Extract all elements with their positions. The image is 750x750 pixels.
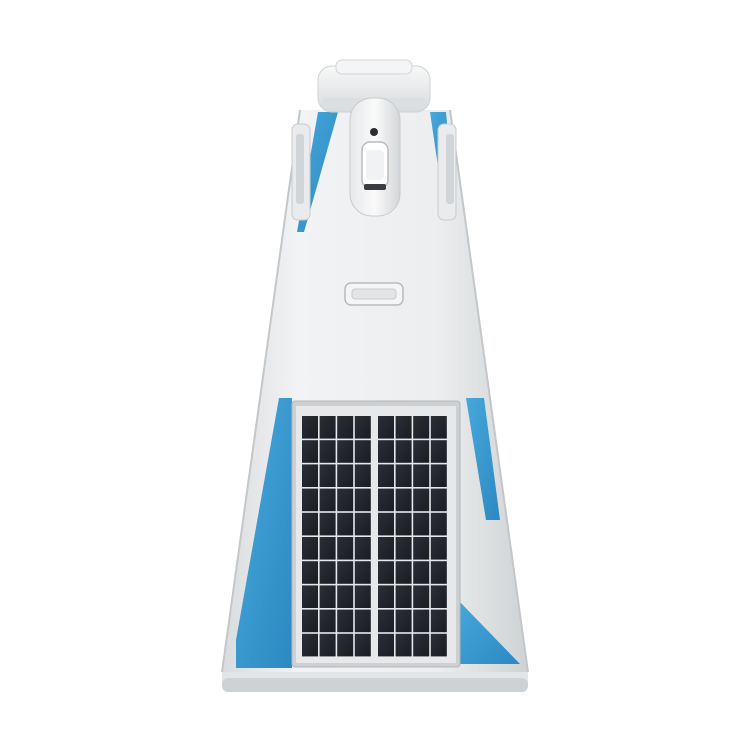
solar-cell <box>354 633 371 657</box>
solar-cell <box>413 464 430 487</box>
solar-cell <box>337 585 354 608</box>
solar-cell <box>395 512 412 536</box>
solar-cell <box>395 440 412 463</box>
solar-cell <box>354 512 371 536</box>
solar-cell <box>395 609 412 633</box>
solar-cell <box>354 561 371 584</box>
solar-cell <box>337 440 354 463</box>
solar-cell <box>430 464 447 487</box>
solar-cell <box>354 488 371 512</box>
side-bracket-right <box>437 123 457 221</box>
solar-cell <box>413 440 430 463</box>
solar-cell <box>319 416 336 439</box>
camera-lens-icon <box>370 128 378 136</box>
solar-cell <box>378 633 394 657</box>
side-bracket-left <box>291 123 311 221</box>
solar-cell <box>302 416 318 439</box>
solar-cell <box>319 561 336 584</box>
solar-cell <box>319 488 336 512</box>
solar-cell <box>395 416 412 439</box>
solar-cell <box>378 464 394 487</box>
solar-cell <box>430 585 447 608</box>
solar-cell <box>413 488 430 512</box>
solar-cell <box>302 561 318 584</box>
solar-cell <box>319 512 336 536</box>
solar-panel <box>291 400 461 668</box>
solar-cell <box>378 585 394 608</box>
solar-cell <box>378 416 394 439</box>
handle-slot <box>344 282 404 306</box>
solar-cell <box>413 633 430 657</box>
solar-cell <box>302 440 318 463</box>
solar-cell <box>378 561 394 584</box>
solar-cell <box>319 609 336 633</box>
solar-cell <box>354 464 371 487</box>
solar-cell <box>378 512 394 536</box>
solar-cells-right <box>378 416 447 657</box>
solar-cell <box>378 440 394 463</box>
solar-cell <box>413 416 430 439</box>
blue-panel-lower-left <box>236 398 292 668</box>
solar-cell <box>395 561 412 584</box>
solar-cell <box>302 488 318 512</box>
solar-cell <box>395 585 412 608</box>
solar-cell <box>395 633 412 657</box>
solar-cell <box>413 561 430 584</box>
solar-cell <box>430 512 447 536</box>
solar-cell <box>378 609 394 633</box>
solar-cell <box>319 440 336 463</box>
solar-cell <box>354 609 371 633</box>
solar-cell <box>319 585 336 608</box>
blue-panel-lower-right <box>458 600 520 664</box>
solar-cell <box>354 537 371 560</box>
solar-cell <box>395 464 412 487</box>
solar-cell <box>337 537 354 560</box>
solar-cell <box>337 609 354 633</box>
solar-cell <box>319 633 336 657</box>
solar-cell <box>395 488 412 512</box>
solar-cell <box>319 537 336 560</box>
blue-stripe-lower-right <box>466 398 500 520</box>
solar-cell <box>337 488 354 512</box>
solar-cell <box>413 609 430 633</box>
solar-cell <box>430 609 447 633</box>
solar-cell <box>395 537 412 560</box>
solar-cell <box>354 416 371 439</box>
solar-cell <box>337 512 354 536</box>
solar-cell <box>354 440 371 463</box>
solar-cell <box>302 537 318 560</box>
solar-cell <box>302 512 318 536</box>
sensor-head <box>349 97 401 217</box>
solar-cell <box>430 633 447 657</box>
solar-cell <box>413 512 430 536</box>
solar-cell <box>430 537 447 560</box>
solar-cell <box>302 585 318 608</box>
solar-cell <box>430 561 447 584</box>
solar-cell <box>430 416 447 439</box>
solar-cell <box>337 416 354 439</box>
solar-cell <box>302 633 318 657</box>
solar-cell <box>337 633 354 657</box>
solar-cell <box>354 585 371 608</box>
solar-cell <box>302 609 318 633</box>
solar-cell <box>413 537 430 560</box>
solar-cell <box>378 537 394 560</box>
solar-cell <box>337 464 354 487</box>
solar-cell <box>319 464 336 487</box>
solar-cell <box>302 464 318 487</box>
solar-cell <box>413 585 430 608</box>
solar-cell <box>337 561 354 584</box>
solar-cell <box>378 488 394 512</box>
solar-cells-left <box>302 416 371 657</box>
solar-cell <box>430 440 447 463</box>
solar-cell <box>430 488 447 512</box>
